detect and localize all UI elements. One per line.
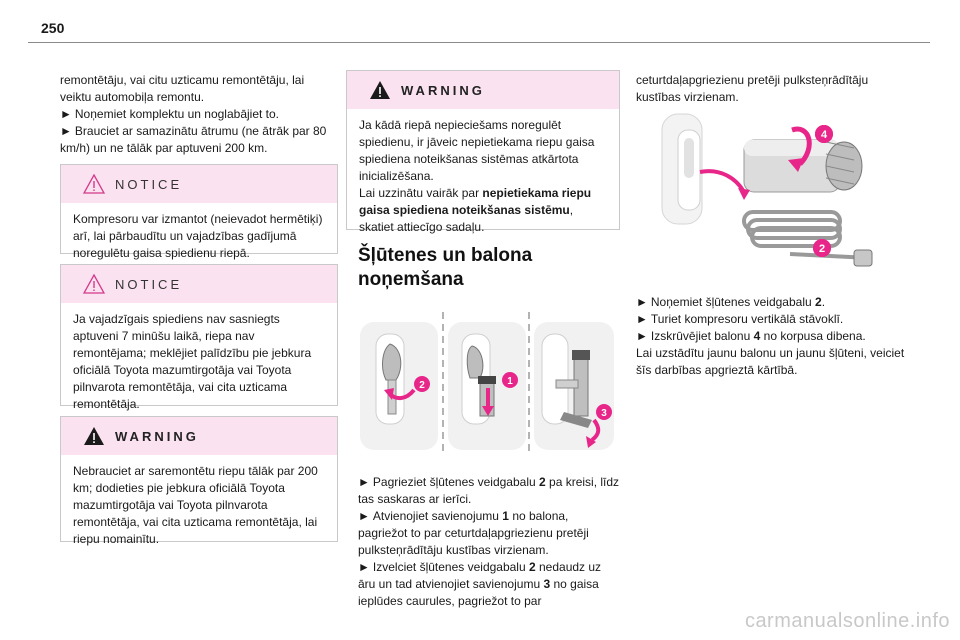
warning-text: Ja kādā riepā nepieciešams noregulēt spi… bbox=[347, 109, 619, 244]
bullet-marker: ► bbox=[60, 124, 72, 138]
warning-box-2: WARNING Ja kādā riepā nepieciešams noreg… bbox=[346, 70, 620, 234]
bullet-marker: ► bbox=[358, 475, 370, 489]
callout-2b-badge: 2 bbox=[813, 239, 831, 257]
warning-text-bold: nepietiekama riepu gaisa spiediena notei… bbox=[359, 186, 592, 217]
header-divider bbox=[28, 42, 930, 43]
bullet-marker: ► bbox=[358, 509, 370, 523]
notice-box-1: NOTICE Kompresoru var izmantot (neievado… bbox=[60, 164, 338, 260]
heading-line-1: Šļūtenes un balona bbox=[358, 245, 533, 266]
caution-triangle-icon bbox=[83, 274, 105, 294]
callout-2: 2 bbox=[419, 380, 425, 391]
col3-intro: ceturtdaļapgriezienu pretēji pulksteņrād… bbox=[636, 73, 869, 104]
step3-text-c: no gaisa ieplūdes caurules, pagriežot to… bbox=[358, 577, 599, 608]
step-3-panel bbox=[534, 322, 614, 450]
notice-label: NOTICE bbox=[115, 276, 183, 292]
warning-label: WARNING bbox=[115, 428, 199, 444]
col2-steps: ►Pagrieziet šļūtenes veidgabalu 2 pa kre… bbox=[358, 474, 620, 610]
warning-box-1: WARNING Nebrauciet ar saremontētu riepu … bbox=[60, 416, 338, 546]
col3-step1-a: Noņemiet šļūtenes veidgabalu bbox=[650, 295, 815, 309]
bullet-marker: ► bbox=[636, 329, 648, 343]
col3-step3-b: no korpusa dibena. bbox=[760, 329, 866, 343]
warning-label: WARNING bbox=[401, 82, 485, 98]
step3-text-b: nedaudz uz āru un tad atvienojiet savien… bbox=[358, 560, 602, 591]
bullet-marker: ► bbox=[636, 312, 648, 326]
warning-text: Nebrauciet ar saremontētu riepu tālāk pa… bbox=[73, 464, 318, 546]
notice-text: Kompresoru var izmantot (neievadot hermē… bbox=[73, 212, 323, 260]
column-1: remontētāju, vai citu uzticamu remontētā… bbox=[60, 72, 338, 157]
col1-bullet-1: Noņemiet komplektu un noglabājiet to. bbox=[74, 107, 280, 121]
column-3: ceturtdaļapgriezienu pretēji pulksteņrād… bbox=[636, 72, 906, 106]
caution-triangle-icon bbox=[83, 174, 105, 194]
notice-label: NOTICE bbox=[115, 176, 183, 192]
warning-text-c: , skatiet attiecīgo sadaļu. bbox=[359, 203, 574, 234]
col1-intro-text: remontētāju, vai citu uzticamu remontētā… bbox=[60, 73, 305, 104]
warning-text-b: Lai uzzinātu vairāk par bbox=[359, 186, 483, 200]
step1-text-a: Pagrieziet šļūtenes veidgabalu bbox=[372, 475, 539, 489]
step3-num2: 3 bbox=[543, 577, 551, 591]
cartridge-removal-illustration bbox=[661, 113, 873, 267]
warning-triangle-icon bbox=[370, 81, 390, 99]
callout-2b: 2 bbox=[819, 243, 825, 255]
step2-text-b: no balona, pagriežot to par ceturtdaļapg… bbox=[358, 509, 589, 557]
notice-text: Ja vajadzīgais spiediens nav sasniegts a… bbox=[73, 312, 312, 411]
step2-num: 1 bbox=[502, 509, 509, 523]
step3-text-a: Izvelciet šļūtenes veidgabalu bbox=[372, 560, 529, 574]
col3-step4: Lai uzstādītu jaunu balonu un jaunu šļūt… bbox=[636, 346, 905, 377]
step1-text-b: pa kreisi, līdz tas saskaras ar ierīci. bbox=[358, 475, 620, 506]
step2-text-a: Atvienojiet savienojumu bbox=[372, 509, 503, 523]
col3-step2: Turiet kompresoru vertikālā stāvoklī. bbox=[650, 312, 844, 326]
warning-header: WARNING bbox=[61, 417, 337, 455]
callout-4: 4 bbox=[821, 129, 828, 141]
col3-step3-num: 4 bbox=[753, 329, 761, 343]
col3-step3-a: Izskrūvējiet balonu bbox=[650, 329, 754, 343]
step-2-panel bbox=[448, 322, 526, 450]
callout-1: 1 bbox=[507, 376, 513, 387]
notice-box-2: NOTICE Ja vajadzīgais spiediens nav sasn… bbox=[60, 264, 338, 411]
step3-num: 2 bbox=[528, 560, 536, 574]
col1-bullet-2: Brauciet ar samazinātu ātrumu (ne ātrāk … bbox=[60, 124, 327, 155]
warning-triangle-icon bbox=[84, 427, 104, 445]
col1-intro: remontētāju, vai citu uzticamu remontētā… bbox=[60, 72, 338, 157]
col3-steps: ►Noņemiet šļūtenes veidgabalu 2. ►Turiet… bbox=[636, 294, 906, 379]
bullet-marker: ► bbox=[358, 560, 370, 574]
col3-step1-b: . bbox=[821, 295, 826, 309]
notice-header: NOTICE bbox=[61, 165, 337, 203]
heading-line-2: noņemšana bbox=[358, 269, 464, 290]
section-heading: Šļūtenes un balona noņemšana bbox=[358, 244, 532, 292]
callout-3: 3 bbox=[601, 408, 607, 419]
col3-step1-num: 2 bbox=[815, 295, 822, 309]
notice-header: NOTICE bbox=[61, 265, 337, 303]
warning-header: WARNING bbox=[347, 71, 619, 109]
watermark: carmanualsonline.info bbox=[744, 610, 950, 632]
step1-num: 2 bbox=[539, 475, 546, 489]
step-1-panel bbox=[360, 322, 438, 450]
warning-text-a: Ja kādā riepā nepieciešams noregulēt spi… bbox=[359, 118, 595, 183]
page-number: 250 bbox=[41, 20, 65, 36]
callout-4-badge: 4 bbox=[815, 125, 833, 143]
bullet-marker: ► bbox=[60, 107, 72, 121]
hose-removal-illustration: 2 1 3 bbox=[360, 312, 614, 454]
bullet-marker: ► bbox=[636, 295, 648, 309]
